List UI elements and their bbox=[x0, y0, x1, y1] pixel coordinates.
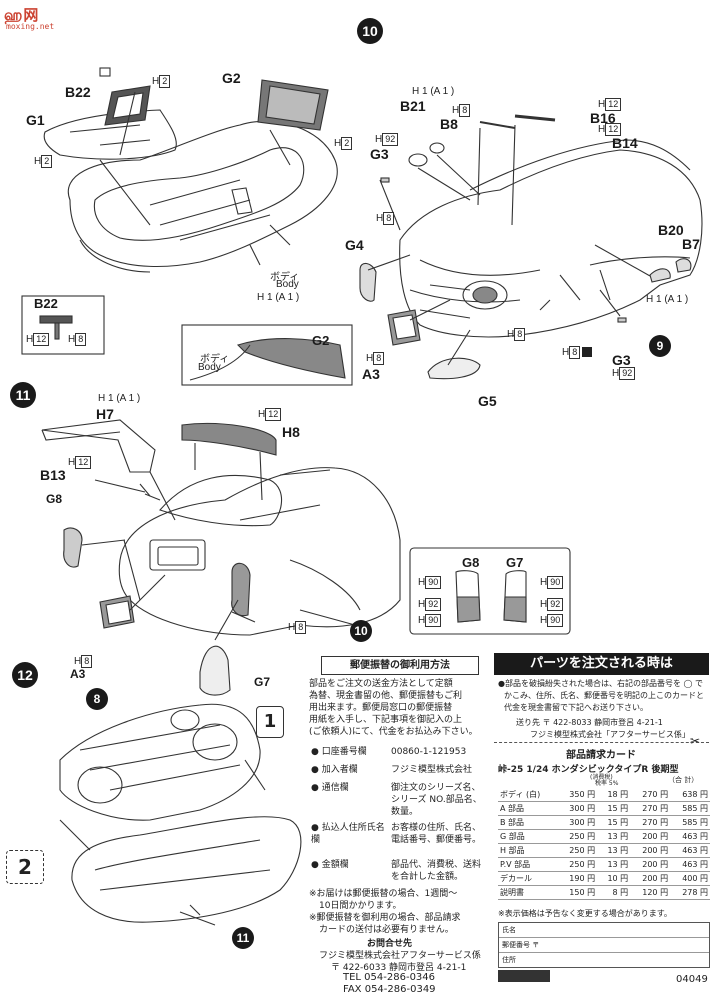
body-jp-label: ボディ bbox=[270, 272, 300, 283]
label-g5: G5 bbox=[478, 393, 497, 409]
card-title: 部品請求カード bbox=[566, 750, 636, 761]
cut-line bbox=[494, 742, 709, 743]
h1-a1-b7: H 1 (A 1 ) bbox=[646, 294, 689, 305]
site-watermark: ஹ网 bbox=[4, 6, 40, 24]
g2-box-label: G2 bbox=[312, 333, 330, 348]
order-header: パーツを注文される時は bbox=[494, 653, 709, 675]
label-g7: G7 bbox=[254, 675, 271, 689]
label-g3: G3 bbox=[370, 146, 389, 162]
sequence-2-box: 2 bbox=[6, 850, 44, 884]
series-line: 峠-25 1/24 ホンダシビックタイプR 後期型 bbox=[498, 765, 679, 775]
g8-box-label: G8 bbox=[462, 555, 480, 570]
step-10-marker: 10 bbox=[357, 18, 383, 44]
postal-title: 郵便振替の御利用方法 bbox=[321, 656, 479, 675]
h1-a1-step10: H 1 (A 1 ) bbox=[412, 86, 455, 97]
step-10-ref: 10 bbox=[350, 620, 372, 642]
postal-transfer-panel: 郵便振替の御利用方法 部品をご注文の送金方法として定額 為替、現金書留の他、郵便… bbox=[307, 654, 491, 984]
g7-box-label: G7 bbox=[506, 555, 524, 570]
step-8-ref: 8 bbox=[86, 688, 108, 710]
name-field[interactable]: 氏名 bbox=[499, 923, 709, 938]
customer-fields[interactable]: 氏名 郵便番号 〒 住所 bbox=[498, 922, 710, 968]
step-11-marker: 11 bbox=[10, 382, 36, 408]
label-b14: B14 bbox=[612, 135, 638, 151]
step-12-marker: 12 bbox=[12, 662, 38, 688]
h1-a1-label: H 1 (A 1 ) bbox=[257, 292, 300, 303]
body-en-label: Body bbox=[276, 279, 299, 290]
label-a3b: A3 bbox=[70, 667, 86, 681]
h1-a1-step11: H 1 (A 1 ) bbox=[98, 393, 141, 404]
label-g1: G1 bbox=[26, 112, 45, 128]
label-b20: B20 bbox=[658, 222, 684, 238]
label-b22: B22 bbox=[65, 84, 91, 100]
scissors-icon: ✂ bbox=[690, 734, 701, 748]
address-field[interactable]: 住所 bbox=[502, 956, 516, 964]
label-g8: G8 bbox=[46, 492, 63, 506]
label-b8: B8 bbox=[440, 116, 458, 132]
step-9-ref: 9 bbox=[649, 335, 671, 357]
label-b21: B21 bbox=[400, 98, 426, 114]
step-11-ref: 11 bbox=[232, 927, 254, 949]
label-b16: B16 bbox=[590, 110, 616, 126]
label-h7: H7 bbox=[96, 406, 114, 422]
price-note: ※表示価格は予告なく変更する場合があります。 bbox=[498, 909, 672, 918]
sequence-1-box: 1 bbox=[256, 706, 284, 738]
postal-fax: FAX 054-286-0349 bbox=[343, 984, 436, 995]
label-g3b: G3 bbox=[612, 352, 631, 368]
fujimi-logo bbox=[498, 970, 550, 982]
label-b7: B7 bbox=[682, 236, 700, 252]
label-h8: H8 bbox=[282, 424, 300, 440]
label-a3: A3 bbox=[362, 366, 380, 382]
b22-box-label: B22 bbox=[34, 296, 58, 311]
label-g4: G4 bbox=[345, 237, 364, 253]
site-watermark-url: moxing.net bbox=[6, 22, 55, 31]
document-code: 04049 bbox=[676, 974, 708, 985]
label-g2: G2 bbox=[222, 70, 241, 86]
label-b13: B13 bbox=[40, 467, 66, 483]
postal-code-field[interactable]: 郵便番号 〒 bbox=[499, 938, 709, 953]
